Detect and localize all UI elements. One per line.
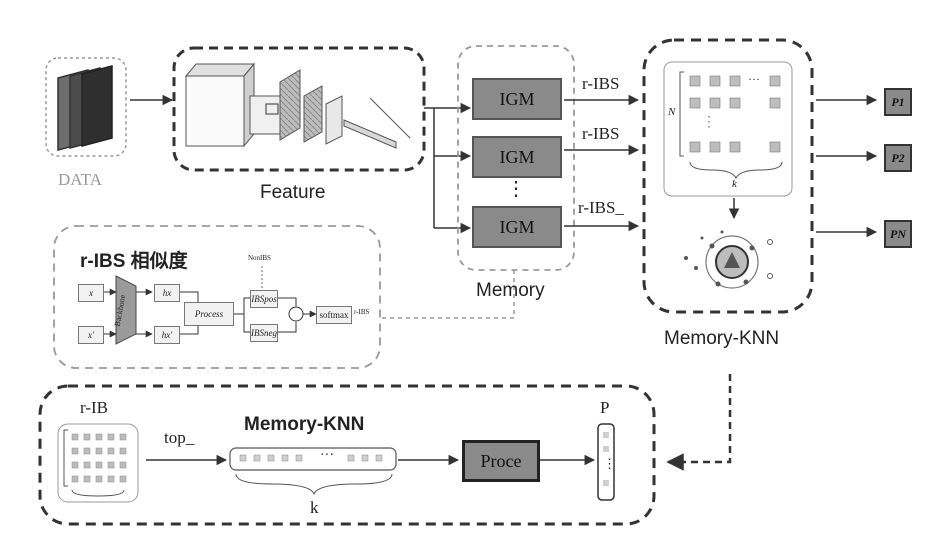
igm-module-2-label: IGM	[500, 147, 535, 168]
feature-label: Feature	[260, 182, 325, 204]
ribs-output-1: r-IBS	[582, 74, 619, 94]
sub-softmax: softmax	[316, 306, 352, 324]
igm-module-1: IGM	[472, 78, 562, 120]
sub-ibs-pos: IBSpos	[250, 290, 278, 308]
knn-brace	[236, 474, 392, 494]
ribs-output-3: r-IBS_	[578, 198, 624, 218]
grid-h-dots: ···	[748, 72, 760, 87]
similarity-title: r-IBS 相似度	[80, 246, 188, 273]
output-pn: PN	[884, 220, 912, 248]
sub-x-prime: x'	[78, 326, 104, 344]
memory-vertical-dots: ⋮	[506, 176, 526, 201]
memory-knn-to-bottom-link	[668, 374, 730, 462]
sub-hx-prime: hx'	[154, 326, 180, 344]
output-pn-label: PN	[890, 227, 906, 242]
p-column-dots: ⋮	[603, 456, 616, 472]
igm-module-3-label: IGM	[500, 217, 535, 238]
data-label: DATA	[58, 170, 102, 190]
k-bottom-label: k	[310, 498, 319, 518]
sub-hx-prime-label: hx'	[162, 330, 172, 340]
memory-knn-bottom-label: Memory-KNN	[244, 414, 364, 436]
sub-ibs-out: r-IBS	[354, 308, 369, 316]
grid-k-label: k	[732, 178, 737, 190]
igm-module-1-label: IGM	[500, 89, 535, 110]
sub-hx: hx	[154, 284, 180, 302]
sub-x-label: x	[89, 288, 93, 298]
cnn-layers-icon	[186, 64, 410, 148]
knn-row-dots: ···	[320, 448, 334, 464]
sub-hx-label: hx	[163, 288, 172, 298]
data-stack-icon	[58, 66, 112, 150]
igm-module-2: IGM	[472, 136, 562, 178]
ribs-output-2: r-IBS	[582, 124, 619, 144]
memory-knn-label: Memory-KNN	[664, 328, 779, 350]
sub-process: Process	[184, 302, 234, 326]
plus-node	[289, 307, 303, 321]
sub-nonibs: NonIBS	[248, 254, 271, 262]
output-p1-label: P1	[891, 95, 904, 110]
output-p2-label: P2	[891, 151, 904, 166]
output-p1: P1	[884, 88, 912, 116]
rib-label: r-IB	[80, 398, 108, 418]
knn-cluster-icon	[684, 231, 773, 289]
top-label: top_	[164, 428, 194, 448]
proce-block: Proce	[462, 440, 540, 482]
sub-ibs-pos-label: IBSpos	[251, 294, 277, 304]
sub-x-prime-label: x'	[88, 330, 94, 340]
memory-label: Memory	[476, 280, 545, 302]
sub-x: x	[78, 284, 104, 302]
output-p2: P2	[884, 144, 912, 172]
sub-ibs-neg: IBSneg	[250, 324, 278, 342]
p-label: P	[600, 398, 609, 418]
sub-ibs-neg-label: IBSneg	[251, 328, 277, 338]
sub-softmax-label: softmax	[320, 310, 349, 320]
igm-module-3: IGM	[472, 206, 562, 248]
grid-v-dots: ⋮	[702, 114, 716, 131]
proce-label: Proce	[481, 451, 522, 472]
grid-n-label: N	[668, 106, 675, 118]
sub-process-label: Process	[195, 309, 223, 319]
